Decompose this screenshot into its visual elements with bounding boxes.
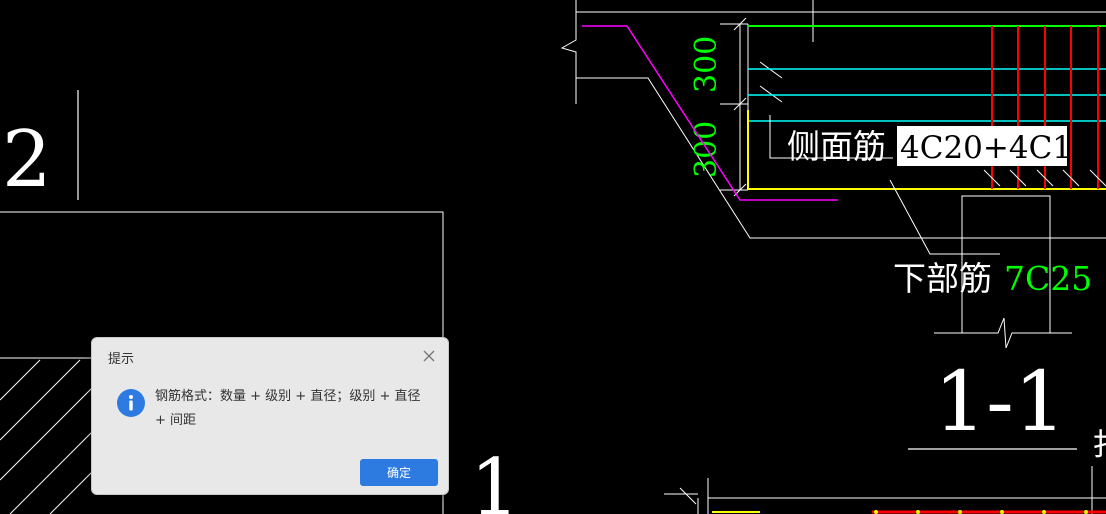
dialog-title: 提示 (108, 352, 135, 367)
ok-button[interactable]: 确定 (360, 459, 438, 486)
rebar-yellow-bottom (747, 110, 1106, 190)
side-rebar-label: 侧面筋 (787, 127, 886, 166)
hatch-pattern (0, 359, 101, 514)
section-number-1: 1 (470, 443, 520, 514)
stirrup-ticks (983, 169, 1106, 187)
section-number-2: 2 (2, 115, 52, 205)
bottom-rebar-label: 下部筋 (893, 259, 992, 298)
column-outline (934, 195, 1072, 349)
side-rebar-value[interactable]: 4C20+4C18 (900, 130, 1092, 166)
info-icon (117, 389, 145, 417)
leader-line (889, 179, 1000, 255)
hint-dialog: 提示 钢筋格式：数量 + 级别 + 直径；级别 + 直径 + 间距 确定 (91, 337, 449, 495)
haunch-line (582, 25, 838, 201)
leader-line (769, 115, 893, 159)
bottom-rebar-value: 7C25 (1004, 259, 1092, 298)
bottom-structure (664, 466, 1106, 514)
edge-partial-text: 扌 (1092, 428, 1106, 463)
close-icon[interactable] (422, 348, 436, 362)
dimension-300-top: 300 (689, 36, 724, 93)
section-title: 1-1 (934, 355, 1066, 450)
dimension-ticks (733, 17, 783, 197)
beam-outline (560, 0, 1106, 239)
rebar-points (874, 510, 1088, 514)
dialog-message: 钢筋格式：数量 + 级别 + 直径；级别 + 直径 + 间距 (155, 389, 421, 428)
side-rebar-value-highlight[interactable] (897, 126, 1067, 166)
